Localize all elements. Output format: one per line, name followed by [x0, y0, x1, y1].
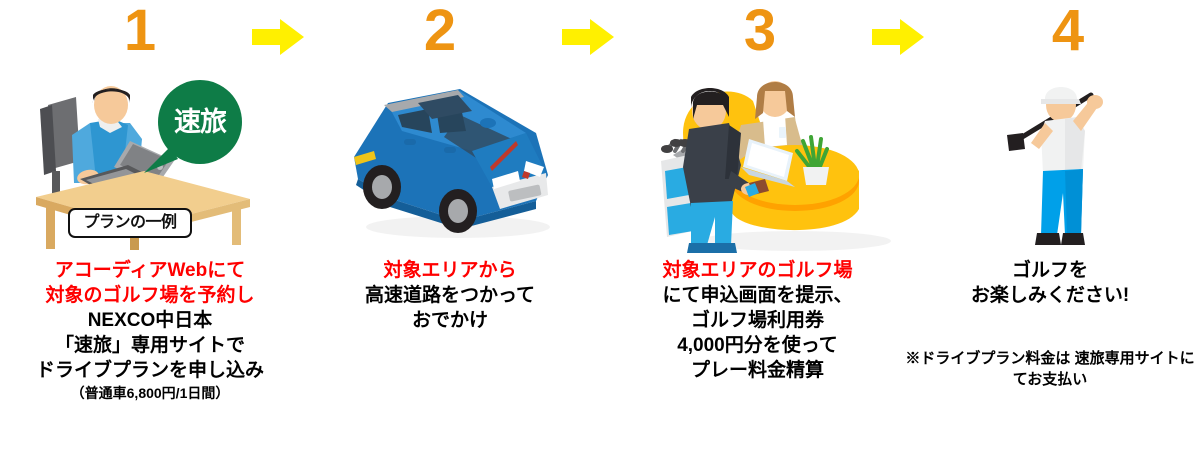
desk-laptop-shape [741, 139, 795, 187]
step-1-line-1: NEXCO中日本 [87, 310, 213, 332]
step-3-line-1: にて申込画面を提示、 [662, 285, 853, 307]
step-3-line-3: 4,000円分を使って [677, 335, 838, 357]
step-3-line-2: ゴルフ場利用券 [690, 310, 824, 332]
step-number-3: 3 [743, 0, 777, 63]
step-1-highlight-line-1: アコーディアWebにて [54, 260, 246, 281]
golfer-pants-shape [1041, 169, 1083, 235]
step-1-caption: アコーディアWebにて 対象のゴルフ場を予約し NEXCO中日本 「速旅」専用サ… [0, 258, 300, 403]
golfer-torso-shape [1031, 95, 1103, 173]
step-1-price-note: （普通車6,800円/1日間） [70, 385, 230, 402]
step-number-1: 1 [123, 0, 157, 63]
step-2-line-1: 高速道路をつかって [364, 285, 536, 307]
arrow-right-icon-3 [872, 18, 924, 56]
speech-bubble-shape [144, 80, 242, 173]
arrow-right-icon-2 [562, 18, 614, 56]
arrow-right-icon-1 [252, 18, 304, 56]
golfer-shoes-shape [1035, 233, 1085, 245]
step-number-4: 4 [1051, 0, 1085, 63]
plan-example-badge: プランの一例 [68, 208, 192, 238]
step-4-footnote: ※ドライブプラン料金は 速旅専用サイトにてお支払い [900, 348, 1200, 391]
golfer-head-shape [1041, 87, 1081, 122]
step-4-footnote-line-1: ※ドライブプラン料金は [905, 350, 1071, 367]
step-2-highlight-line-1: 対象エリアから [383, 260, 517, 281]
step-1-line-3: ドライブプランを申し込み [35, 360, 264, 382]
customer-person-shape [683, 88, 769, 253]
step-2-line-2: おでかけ [411, 310, 488, 332]
step-2-caption: 対象エリアから 高速道路をつかって おでかけ [300, 258, 600, 333]
illustration-golfer [985, 75, 1155, 255]
step-4-footnote-line-2: 速旅専用サイトにてお支払い [1012, 350, 1195, 389]
step-1-line-2: 「速旅」専用サイトで [54, 335, 245, 357]
office-chair-shape [40, 97, 80, 201]
illustration-reception-desk [645, 75, 905, 255]
step-4-caption: ゴルフを お楽しみください! [900, 258, 1200, 308]
step-3-caption: 対象エリアのゴルフ場 にて申込画面を提示、 ゴルフ場利用券 4,000円分を使っ… [605, 258, 910, 383]
step-4-line-2: お楽しみください! [970, 285, 1130, 307]
desk-plant-shape [795, 135, 829, 185]
car-body-shape [354, 89, 548, 229]
car-wheels-shape [363, 165, 477, 233]
step-3-highlight-line-1: 対象エリアのゴルフ場 [662, 260, 853, 281]
illustration-blue-suv [340, 75, 575, 250]
step-4-line-1: ゴルフを [1011, 260, 1088, 281]
step-1-highlight-line-2: 対象のゴルフ場を予約し [45, 285, 255, 307]
step-3-line-4: プレー料金精算 [690, 360, 824, 382]
step-number-2: 2 [423, 0, 457, 63]
